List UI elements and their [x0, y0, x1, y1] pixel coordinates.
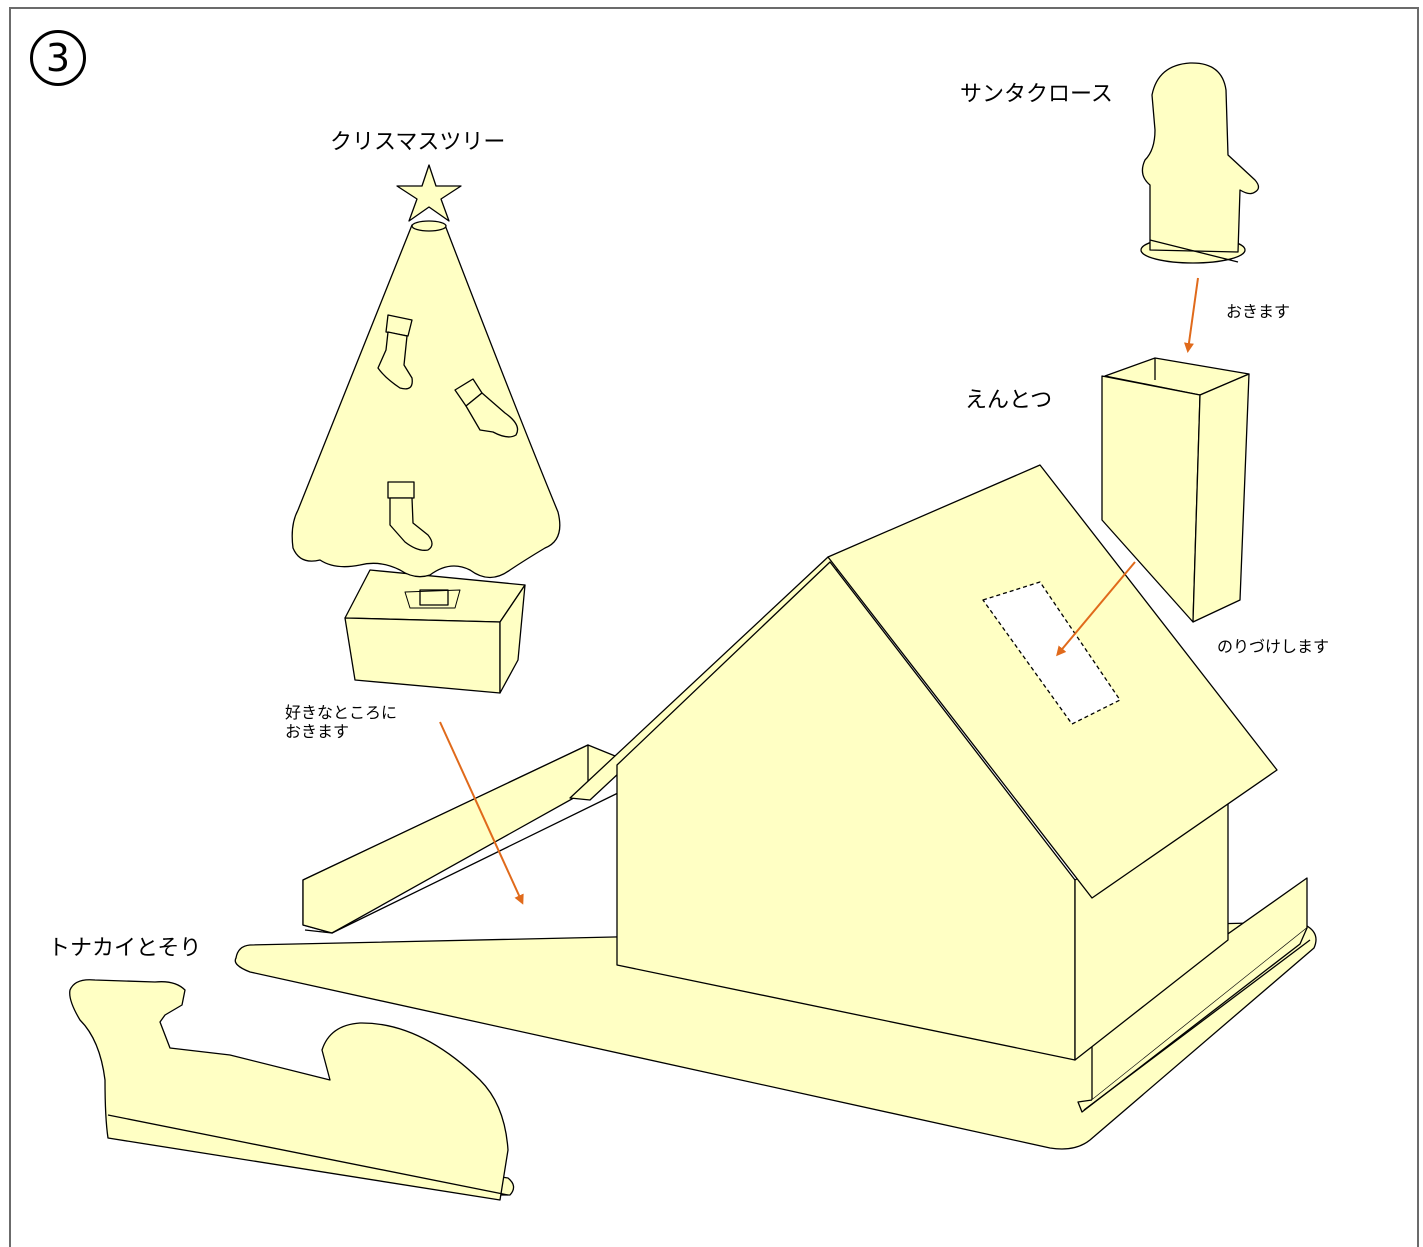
santa-claus — [1140, 62, 1260, 264]
glue-label: のりづけします — [1217, 637, 1330, 656]
tree-label: クリスマスツリー — [330, 130, 506, 155]
page-frame — [9, 7, 1419, 1247]
santa-label: サンタクロース — [960, 82, 1113, 107]
chimney-label: えんとつ — [965, 388, 1053, 413]
arrow-glue-chimney — [1056, 561, 1136, 657]
place-label: おきます — [1226, 302, 1291, 321]
arrow-place-tree — [439, 721, 524, 905]
glue-area — [982, 581, 1121, 725]
christmas-tree — [291, 164, 561, 694]
step-number: 3 — [45, 36, 71, 80]
chimney — [1101, 357, 1250, 623]
step-number-badge: 3 — [30, 30, 86, 86]
place-anywhere-label: 好きなところに おきます — [285, 703, 398, 741]
arrow-place-santa — [1184, 277, 1199, 353]
reindeer-label: トナカイとそり — [48, 936, 202, 961]
house — [569, 464, 1278, 1061]
reindeer-sleigh — [69, 979, 515, 1201]
